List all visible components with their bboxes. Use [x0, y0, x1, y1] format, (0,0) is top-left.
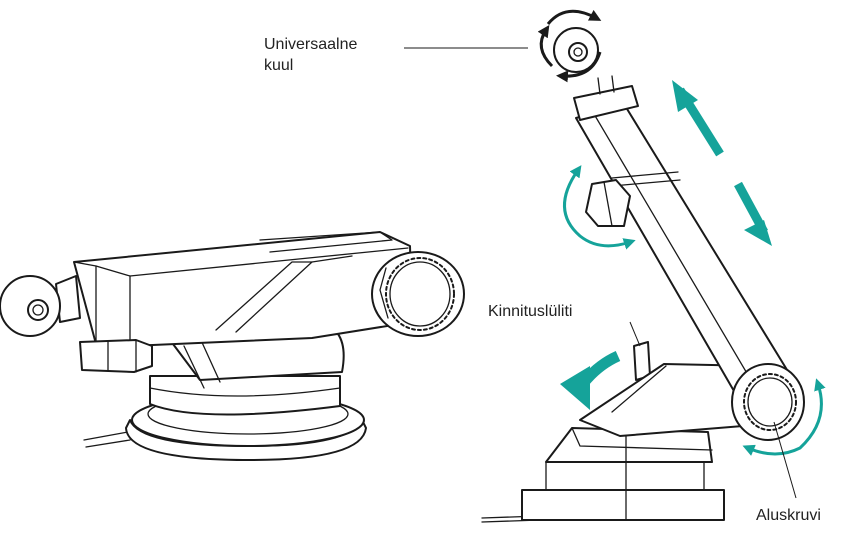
- rotate-arrow-icon: [537, 9, 602, 83]
- universal-ball-label-line1: Universaalne: [264, 36, 358, 53]
- lock-direction-arrow-icon: [560, 350, 621, 410]
- lock-switch-label: Kinnituslüliti: [488, 303, 573, 320]
- double-arrow-icon: [672, 80, 772, 246]
- left-extension-arm: [73, 231, 413, 347]
- left-mount-collapsed: [0, 231, 465, 461]
- right-arm-top-cap: [573, 85, 639, 121]
- right-extension-arm: [575, 103, 793, 399]
- lock-leader-line: [629, 321, 641, 347]
- left-universal-ball: [0, 275, 81, 337]
- left-base-screw-knob: [371, 251, 465, 337]
- universal-ball-label-line2: kuul: [264, 57, 294, 74]
- right-suction-base: [481, 427, 725, 523]
- right-base-screw-knob: [731, 363, 805, 441]
- left-suction-base: [83, 375, 367, 461]
- curved-arrow-icon: [563, 165, 636, 250]
- base-screw-label: Aluskruvi: [756, 507, 821, 524]
- base-screw-leader-line: [773, 421, 797, 499]
- right-mount-extended: [481, 9, 805, 523]
- universal-ball-label: Universaalne kuul: [264, 34, 357, 76]
- left-adjust-nut: [79, 339, 153, 373]
- base-screw-rotate-arrow-icon: [742, 378, 826, 456]
- right-universal-ball: [553, 27, 599, 73]
